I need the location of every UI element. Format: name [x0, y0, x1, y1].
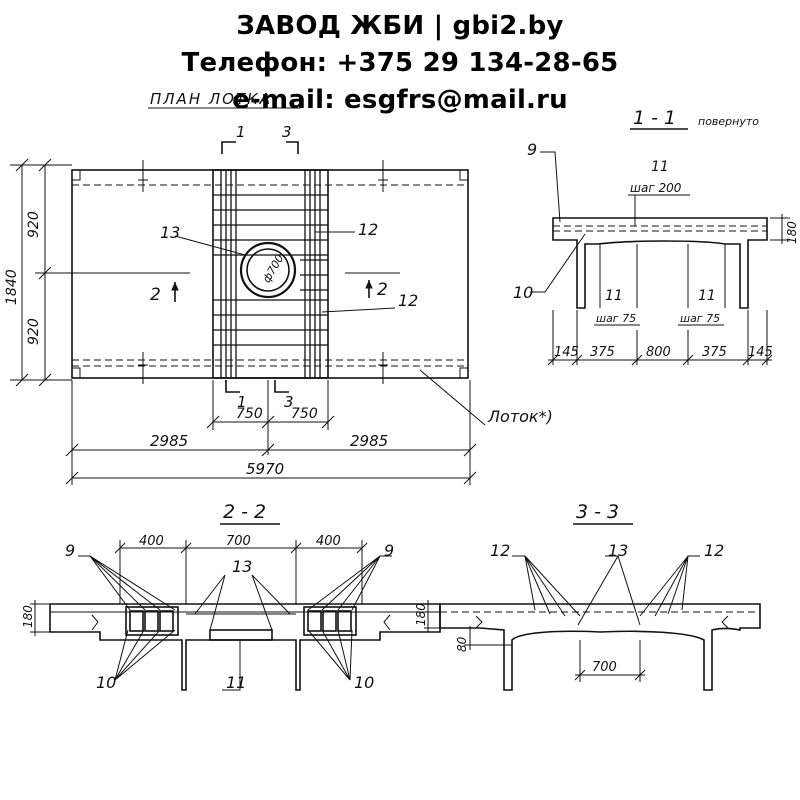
plan-view: ПЛАН ЛОТКА: [4, 90, 553, 485]
section33-label-12r: 12: [704, 541, 724, 560]
section33-label-12l: 12: [490, 541, 510, 560]
plan-dim-total: 5970: [246, 460, 284, 478]
section11-bottom-dims: [547, 310, 773, 366]
section11-dim-800: 800: [646, 345, 671, 360]
section22-label-9r: 9: [384, 541, 394, 560]
plan-sec3: 3: [282, 123, 292, 141]
plan-sec2l: 2: [150, 285, 161, 305]
plan-sec1b: 1: [237, 393, 247, 411]
section11-step75b: шаг 75: [680, 312, 720, 325]
plan-dim-right: 2985: [350, 432, 388, 450]
section33-title: 3 - 3: [576, 501, 619, 523]
section22-leaders: [78, 555, 392, 691]
section11-label-11a: 11: [605, 288, 623, 304]
plan-loops: [138, 160, 388, 384]
section11-dim-145a: 145: [554, 345, 579, 360]
phone-line: Телефон: +375 29 134-28-65: [181, 48, 619, 78]
section22-left-dim: [30, 600, 50, 636]
plan-title: ПЛАН ЛОТКА: [150, 90, 272, 108]
section11-leader-11: [628, 194, 690, 226]
section22-profile: [49, 603, 441, 691]
plan-dim-750a: 750: [236, 406, 263, 422]
plan-sec2r: 2: [377, 280, 388, 300]
section22-channel: [209, 629, 273, 641]
section22-dim-400a: 400: [139, 534, 164, 549]
section22-label-10l: 10: [96, 673, 116, 692]
section22-label-13: 13: [232, 557, 252, 576]
section33-dim-700: 700: [592, 660, 617, 675]
section11-note: повернуто: [698, 115, 759, 128]
section22-label-9l: 9: [65, 541, 75, 560]
section-2-2: 2 - 2 400 700 400: [21, 501, 441, 692]
plan-section1b-mark: [225, 380, 240, 393]
section11-right-dim: [770, 214, 790, 244]
plan-lotok-leader: [419, 369, 486, 426]
section-1-1: 1 - 1 повернуто 9 11 шаг 200 10 11 шаг 7…: [513, 107, 799, 366]
section33-dim-180: 180: [414, 603, 428, 626]
plan-sec1: 1: [236, 123, 246, 141]
plan-dim-lower: 920: [26, 318, 42, 345]
section22-dim-700: 700: [226, 534, 251, 549]
section22-dim-180: 180: [21, 605, 35, 628]
section11-dim-180: 180: [785, 221, 799, 244]
plan-lotok-label: Лоток*): [487, 407, 553, 426]
plan-section3-mark: [286, 141, 299, 154]
section22-left-cage: [125, 606, 179, 636]
plan-hole-outer: [239, 241, 297, 299]
section22-top-dims: [114, 540, 368, 604]
plan-dim-left: 2985: [150, 432, 188, 450]
section11-title: 1 - 1: [633, 107, 676, 129]
plan-section1-mark: [221, 141, 236, 154]
section33-left-dims: [424, 600, 512, 650]
plan-hole-label: ф700: [260, 252, 286, 285]
plan-hole-inner: [246, 248, 290, 292]
plan-dim-height: 1840: [4, 269, 20, 305]
plan-label-12a: 12: [358, 220, 378, 239]
email-line: e-mail: esgfrs@mail.ru: [232, 85, 568, 115]
section33-break-marks: [475, 615, 729, 629]
section11-label-11: 11: [651, 159, 669, 175]
section11-profile: [552, 217, 768, 309]
section33-profile: [439, 603, 761, 691]
plan-horizontal-dimensions: [65, 380, 477, 485]
section11-leader-9: [540, 151, 561, 223]
section11-dim-375b: 375: [702, 345, 727, 360]
section11-label-11b: 11: [698, 288, 716, 304]
section22-label-11: 11: [226, 673, 246, 692]
plan-leader-13: [174, 235, 246, 256]
section11-leader-10: [530, 233, 586, 293]
plan-leader-12b: [321, 307, 396, 313]
plan-dim-750b: 750: [291, 406, 318, 422]
section22-title: 2 - 2: [223, 501, 266, 523]
section11-step200: шаг 200: [630, 181, 682, 195]
section33-dim-80: 80: [455, 636, 469, 652]
plan-rebar-mesh: [212, 169, 329, 379]
plan-sec3b: 3: [284, 393, 294, 411]
section11-label-10: 10: [513, 283, 533, 302]
section22-right-cage: [303, 606, 357, 636]
plan-label-12b: 12: [398, 291, 418, 310]
plan-corner-notch: [72, 170, 468, 378]
section33-bottom-dim: [574, 640, 646, 682]
section11-dim-375a: 375: [590, 345, 615, 360]
section33-label-13: 13: [608, 541, 628, 560]
company-title: ЗАВОД ЖБИ | gbi2.by: [236, 11, 564, 41]
section11-dim-145b: 145: [748, 345, 773, 360]
section11-label-9: 9: [527, 140, 537, 159]
plan-section3b-mark: [274, 380, 289, 393]
section33-leaders: [512, 555, 700, 626]
section11-step75a: шаг 75: [596, 312, 636, 325]
section-3-3: 3 - 3 12 13 12 180 80 70: [414, 501, 761, 691]
section22-dim-400b: 400: [316, 534, 341, 549]
plan-label-13: 13: [160, 223, 180, 242]
plan-dim-upper: 920: [26, 211, 42, 238]
section22-break-marks: [91, 614, 391, 631]
section22-label-10r: 10: [354, 673, 374, 692]
plan-vertical-dimensions: [10, 158, 72, 387]
header: ЗАВОД ЖБИ | gbi2.by Телефон: +375 29 134…: [0, 8, 800, 119]
